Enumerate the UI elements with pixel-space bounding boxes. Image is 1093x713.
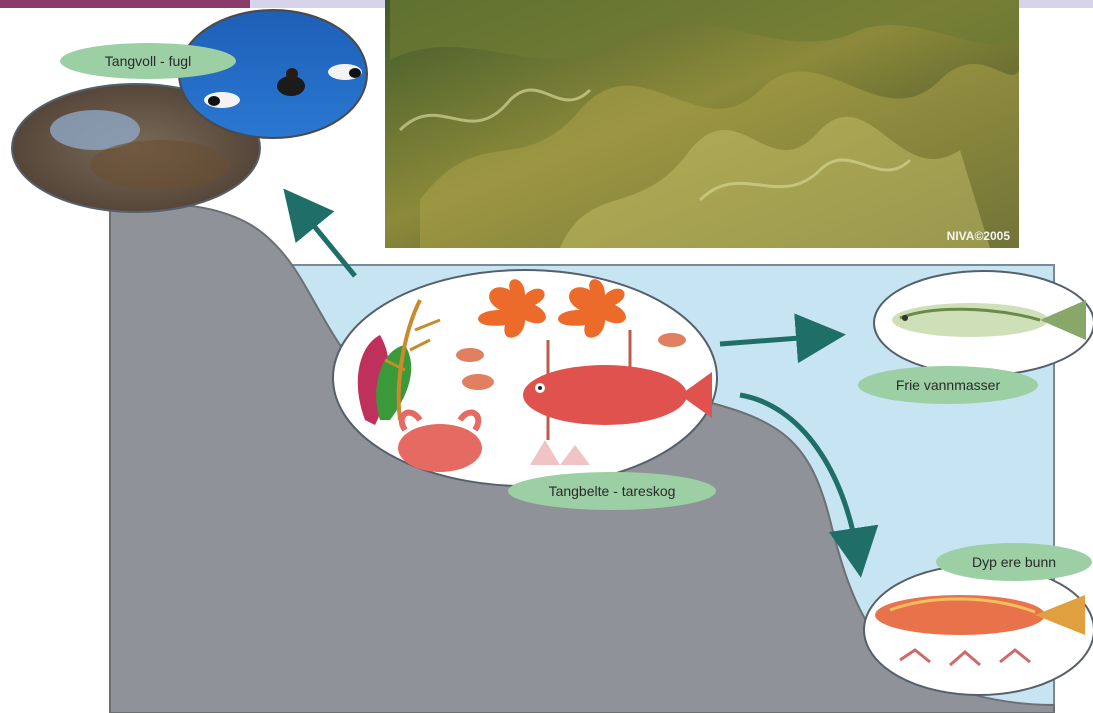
pelagic-fish-image xyxy=(874,271,1093,375)
label-tangbelte: Tangbelte - tareskog xyxy=(508,472,716,510)
deep-bottom-fish-image xyxy=(864,565,1093,695)
top-strip-left xyxy=(0,0,250,8)
kelp-forest-photo: NIVA©2005 xyxy=(385,0,1019,248)
label-dypere-bunn: Dyp ere bunn xyxy=(936,543,1092,581)
photo-credit: NIVA©2005 xyxy=(947,229,1011,243)
label-tangbelte-text: Tangbelte - tareskog xyxy=(549,483,676,499)
label-frie-vannmasser-text: Frie vannmasser xyxy=(896,377,1001,393)
label-tangvoll-text: Tangvoll - fugl xyxy=(105,53,191,69)
label-frie-vannmasser: Frie vannmasser xyxy=(858,366,1038,404)
label-tangvoll: Tangvoll - fugl xyxy=(60,43,236,79)
kelp-belt-community-image xyxy=(333,270,717,486)
label-dypere-bunn-text: Dyp ere bunn xyxy=(972,554,1056,570)
